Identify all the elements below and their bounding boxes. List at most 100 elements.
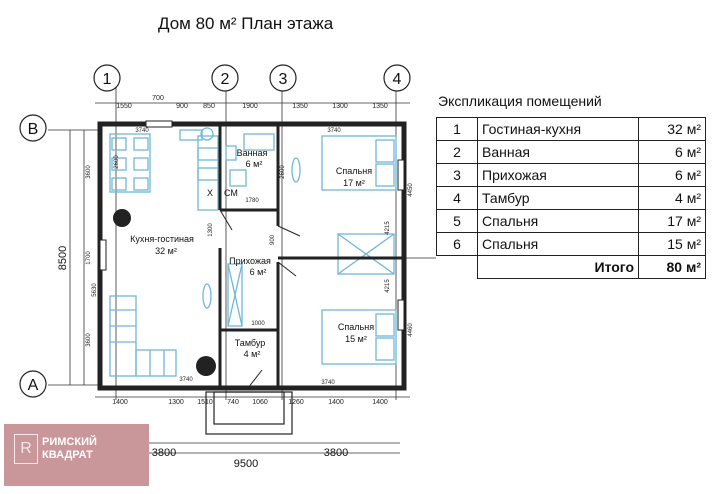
axis-col-1: 1 <box>103 71 112 88</box>
dim-half-left: 3800 <box>152 447 176 459</box>
logo-line-1: РИМСКИЙ <box>42 436 97 448</box>
dim-bottom-7: 1400 <box>328 399 344 406</box>
agency-logo: R РИМСКИЙ КВАДРАТ <box>4 424 149 486</box>
row-area: 15 м² <box>638 232 706 256</box>
dim-top-6: 1350 <box>292 103 308 110</box>
row-name: Гостиная-кухня <box>477 117 639 141</box>
axis-col-3: 3 <box>279 71 288 88</box>
page-title: Дом 80 м² План этажа <box>158 14 334 33</box>
dim-bottom-1: 1400 <box>112 399 128 406</box>
table-row: 1 Гостиная-кухня 32 м² <box>436 117 706 141</box>
table-row: 6 Спальня 15 м² <box>436 232 706 256</box>
row-num: 5 <box>436 209 478 233</box>
dim-top-3: 900 <box>176 103 188 110</box>
dim-int-13: 4215 <box>385 279 391 293</box>
explication-table: 1 Гостиная-кухня 32 м² 2 Ванная 6 м² 3 П… <box>436 117 706 279</box>
row-num: 1 <box>436 117 478 141</box>
axis-row-a: А <box>28 377 39 394</box>
dim-bottom-4: 740 <box>227 399 239 406</box>
dim-left-1: 3600 <box>86 165 92 179</box>
logo-mark-icon: R <box>14 434 38 464</box>
dim-int-4: 3740 <box>321 380 335 386</box>
windows <box>99 120 405 331</box>
room-hallway-name: Прихожая <box>229 256 271 266</box>
axis-labels: 1 2 3 4 В А <box>28 71 402 394</box>
top-dimensions: 1550 700 900 850 1900 1350 1300 1350 <box>116 95 388 110</box>
dim-int-9: 900 <box>270 234 276 245</box>
dim-top-8: 1350 <box>372 103 388 110</box>
dim-left-2: 1700 <box>86 251 92 265</box>
dim-top-2: 700 <box>152 95 164 102</box>
dim-top-1: 1550 <box>116 103 132 110</box>
row-num: 2 <box>436 140 478 164</box>
porch <box>205 391 293 435</box>
dim-bottom-3: 1510 <box>197 399 213 406</box>
row-name: Спальня <box>477 232 639 256</box>
room-hallway-area: 6 м² <box>250 267 267 277</box>
row-area: 4 м² <box>638 186 706 210</box>
logo-text: РИМСКИЙ КВАДРАТ <box>42 436 142 462</box>
table-row: 5 Спальня 17 м² <box>436 209 706 233</box>
dim-bottom-8: 1400 <box>372 399 388 406</box>
row-area: 6 м² <box>638 140 706 164</box>
row-area: 32 м² <box>638 117 706 141</box>
bottom-dimensions: 1400 1300 1510 740 1060 1260 1400 1400 <box>112 399 388 406</box>
dim-int-8: 1300 <box>208 223 214 237</box>
row-num: 6 <box>436 232 478 256</box>
logo-line-2: КВАДРАТ <box>42 449 93 461</box>
table-row: 3 Прихожая 6 м² <box>436 163 706 187</box>
dim-bottom-2: 1300 <box>168 399 184 406</box>
row-area: 17 м² <box>638 209 706 233</box>
explication-title: Экспликация помещений <box>438 93 602 109</box>
room-bedroom-1-name: Спальня <box>336 166 372 176</box>
dim-int-3: 3740 <box>179 377 193 383</box>
dim-top-7: 1300 <box>332 103 348 110</box>
washing-machine-label: СМ <box>224 188 238 198</box>
table-row: 4 Тамбур 4 м² <box>436 186 706 210</box>
plant-icons <box>113 209 216 376</box>
room-bedroom-2-name: Спальня <box>338 322 374 332</box>
row-name: Спальня <box>477 209 639 233</box>
dim-top-4: 850 <box>203 103 215 110</box>
interior-dimensions: 3740 3740 3740 3740 2600 2600 1780 1300 … <box>114 128 414 386</box>
room-labels: Кухня-гостиная 32 м² Ванная 6 м² Прихожа… <box>130 148 374 359</box>
row-name: Ванная <box>477 140 639 164</box>
dim-int-14: 4460 <box>408 323 414 337</box>
dim-overall-height: 8500 <box>57 246 69 270</box>
dim-half-right: 3800 <box>324 447 348 459</box>
dimension-lines <box>48 80 436 454</box>
fixture-labels: X СМ <box>207 188 238 198</box>
dim-left-3: 3600 <box>86 333 92 347</box>
dim-bottom-6: 1260 <box>288 399 304 406</box>
room-bedroom-2-area: 15 м² <box>345 334 367 344</box>
room-kitchen-living-area: 32 м² <box>155 246 177 256</box>
dim-int-6: 2600 <box>280 165 286 179</box>
dim-bottom-5: 1060 <box>252 399 268 406</box>
room-kitchen-living-name: Кухня-гостиная <box>130 234 194 244</box>
dim-int-1: 3740 <box>135 128 149 134</box>
dim-int-5: 2600 <box>114 155 120 169</box>
dim-left-4: 5630 <box>92 283 98 297</box>
room-vestibule-area: 4 м² <box>244 349 261 359</box>
total-area: 80 м² <box>638 255 706 279</box>
axis-row-b: В <box>28 121 39 138</box>
axis-markers <box>19 64 411 398</box>
room-bathroom-name: Ванная <box>237 148 268 158</box>
row-name: Прихожая <box>477 163 639 187</box>
room-bedroom-1-area: 17 м² <box>343 178 365 188</box>
room-vestibule-name: Тамбур <box>235 338 266 348</box>
row-area: 6 м² <box>638 163 706 187</box>
row-num: 3 <box>436 163 478 187</box>
doors <box>219 209 301 389</box>
dim-int-2: 3740 <box>327 128 341 134</box>
dim-total-width: 9500 <box>234 458 258 470</box>
left-dimensions: 3600 1700 3600 5630 <box>86 165 98 347</box>
dim-int-7: 1780 <box>245 198 259 204</box>
row-num: 4 <box>436 186 478 210</box>
row-name: Тамбур <box>477 186 639 210</box>
furniture <box>109 127 397 377</box>
axis-col-4: 4 <box>393 71 402 88</box>
room-bathroom-area: 6 м² <box>246 159 263 169</box>
overall-dimensions: 3800 3800 9500 8500 <box>57 246 348 470</box>
